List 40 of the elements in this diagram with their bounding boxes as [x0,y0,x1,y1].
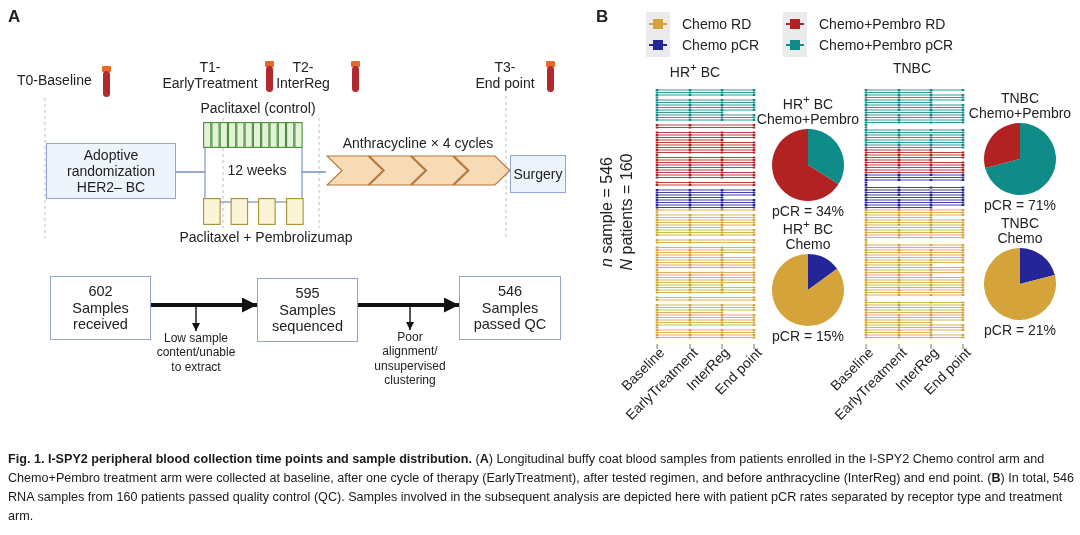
arrow [358,297,459,313]
arrow [357,304,414,331]
timepoint-label: T0-Baseline [17,72,92,89]
regimen-label: Anthracycline × 4 cycles [341,135,495,152]
note-text: Low sample content/unable to extract [153,331,239,375]
value-label: pCR = 15% [772,327,844,344]
panel-letter: B [596,7,609,27]
regimen-label: Paclitaxel + Pembrolizumap [178,229,354,246]
chart-title: TNBC Chemo+Pembro [967,91,1073,121]
arrow [151,297,257,313]
value-label: pCR = 34% [772,202,844,219]
chart-title: HR$^{+}$ BC Chemo [782,217,835,252]
process-box: 546 Samples passed QC [459,276,561,340]
legend-label: Chemo RD [682,15,752,34]
chart-title: HR$^{+}$ BC Chemo+Pembro [755,91,861,127]
legend-label: Chemo pCR [682,36,760,55]
chart-title: TNBC Chemo [996,216,1044,246]
process-box: 595 Samples sequenced [257,278,358,342]
connector-line [175,171,206,199]
note-text: Poor alignment/ unsupervised clustering [372,330,448,388]
timepoint-label: T3- End point [475,59,535,92]
value-label: pCR = 71% [984,197,1056,213]
plot-title: TNBC [892,60,932,77]
axis-title: n sample = 546 [597,157,616,267]
plot-title: HR$^{+}$ BC [669,60,721,80]
process-box: Surgery [510,155,566,193]
process-box: 602 Samples received [50,276,151,340]
value-label: pCR = 21% [984,322,1056,338]
arrow [150,304,200,332]
axis-title: N patients = 160 [617,153,636,271]
legend-label: Chemo+Pembro RD [819,15,946,34]
panel-letter: A [8,7,21,27]
regimen-label: Paclitaxel (control) [199,100,317,117]
timepoint-label: T2- InterReg [276,59,330,92]
process-box: Adoptive randomization HER2– BC [46,143,176,199]
connector-line [301,171,327,199]
figure-caption: Fig. 1. I-SPY2 peripheral blood collection time points and sample distribution. (A) Longitudinal buffy coat blood samples from patients enrolled in the I-SPY2 Chemo control arm and Chemo+Pembro treatment arm were collected at baseline, after one cycle of therapy (EarlyTreatment), after tested regimen, and before anthracycline (InterReg) and end point. (B) In total, 546 RNA samples from 160 patients passed quality control (QC). Samples involved in the subsequent analysis are depicted here with patient pCR rates separated by receptor type and treatment arm. [8,451,1074,525]
duration-label: 12 weeks [227,162,287,179]
legend-label: Chemo+Pembro pCR [819,36,954,55]
timepoint-label: T1- EarlyTreatment [162,59,258,92]
